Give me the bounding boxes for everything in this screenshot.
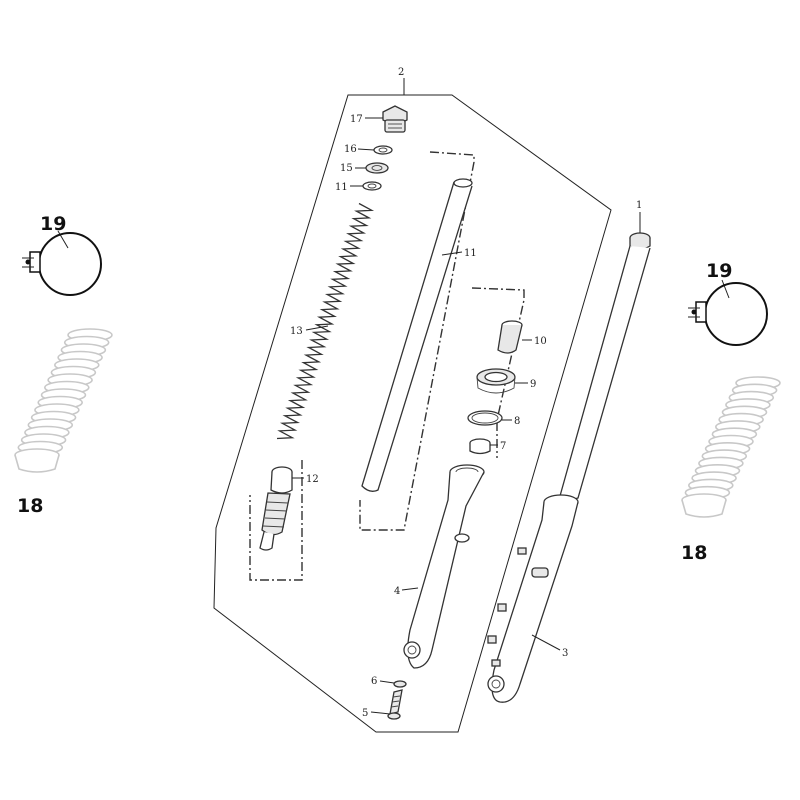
seal-group-dashed-outline <box>471 287 525 458</box>
label-part-4: 4 <box>394 586 400 597</box>
label-part-12: 12 <box>306 474 319 485</box>
label-right-boot-18: 18 <box>681 542 707 564</box>
left-clamp-part-19 <box>22 230 102 296</box>
damper-group-dashed-outline <box>249 460 303 581</box>
side-labels: 19 18 19 18 <box>17 213 732 564</box>
fork-assembly-part-1 <box>559 232 651 501</box>
label-part-11-tube: 11 <box>464 248 477 259</box>
label-part-15: 15 <box>340 163 353 174</box>
bushing-part-7 <box>469 438 491 455</box>
label-part-5: 5 <box>362 708 368 719</box>
washer-part-16 <box>373 145 393 155</box>
label-part-11-washer: 11 <box>335 182 348 193</box>
label-part-8: 8 <box>514 416 520 427</box>
bolt-part-5 <box>387 689 403 720</box>
label-part-2: 2 <box>398 67 404 78</box>
label-part-10: 10 <box>534 336 547 347</box>
fork-spring-part-13 <box>276 202 375 440</box>
label-left-boot-18: 18 <box>17 495 43 517</box>
label-part-17: 17 <box>350 114 363 125</box>
dust-seal-part-10 <box>497 320 523 354</box>
label-left-clamp-19: 19 <box>40 213 66 235</box>
right-clamp-part-19 <box>688 279 768 346</box>
inner-tube-part-11 <box>361 178 473 492</box>
washer-part-14 <box>362 181 382 191</box>
top-bolt-part-17 <box>382 105 408 133</box>
damper-rod-part-12 <box>259 466 293 551</box>
assembly-outline <box>213 94 612 733</box>
part-labels: 2 17 16 15 11 13 12 11 10 9 8 7 4 6 5 1 … <box>290 67 642 719</box>
label-part-16: 16 <box>344 144 357 155</box>
washer-part-15 <box>365 162 389 174</box>
clip-ring-part-8 <box>467 410 503 426</box>
right-dust-boot-part-18 <box>681 376 781 518</box>
label-part-3: 3 <box>562 648 568 659</box>
outer-tube-part-3 <box>487 494 579 703</box>
label-part-6: 6 <box>371 676 377 687</box>
washer-part-6 <box>393 680 407 688</box>
label-part-9: 9 <box>530 379 536 390</box>
oil-seal-part-9 <box>476 368 516 394</box>
label-right-clamp-19: 19 <box>706 260 732 282</box>
outer-tube-part-4 <box>403 464 485 669</box>
left-dust-boot-part-18 <box>14 328 113 473</box>
leader-lines <box>292 78 641 715</box>
label-part-7: 7 <box>500 441 506 452</box>
inner-tube-dashed-outline <box>359 151 475 531</box>
label-part-1: 1 <box>636 200 642 211</box>
label-part-13: 13 <box>290 326 303 337</box>
